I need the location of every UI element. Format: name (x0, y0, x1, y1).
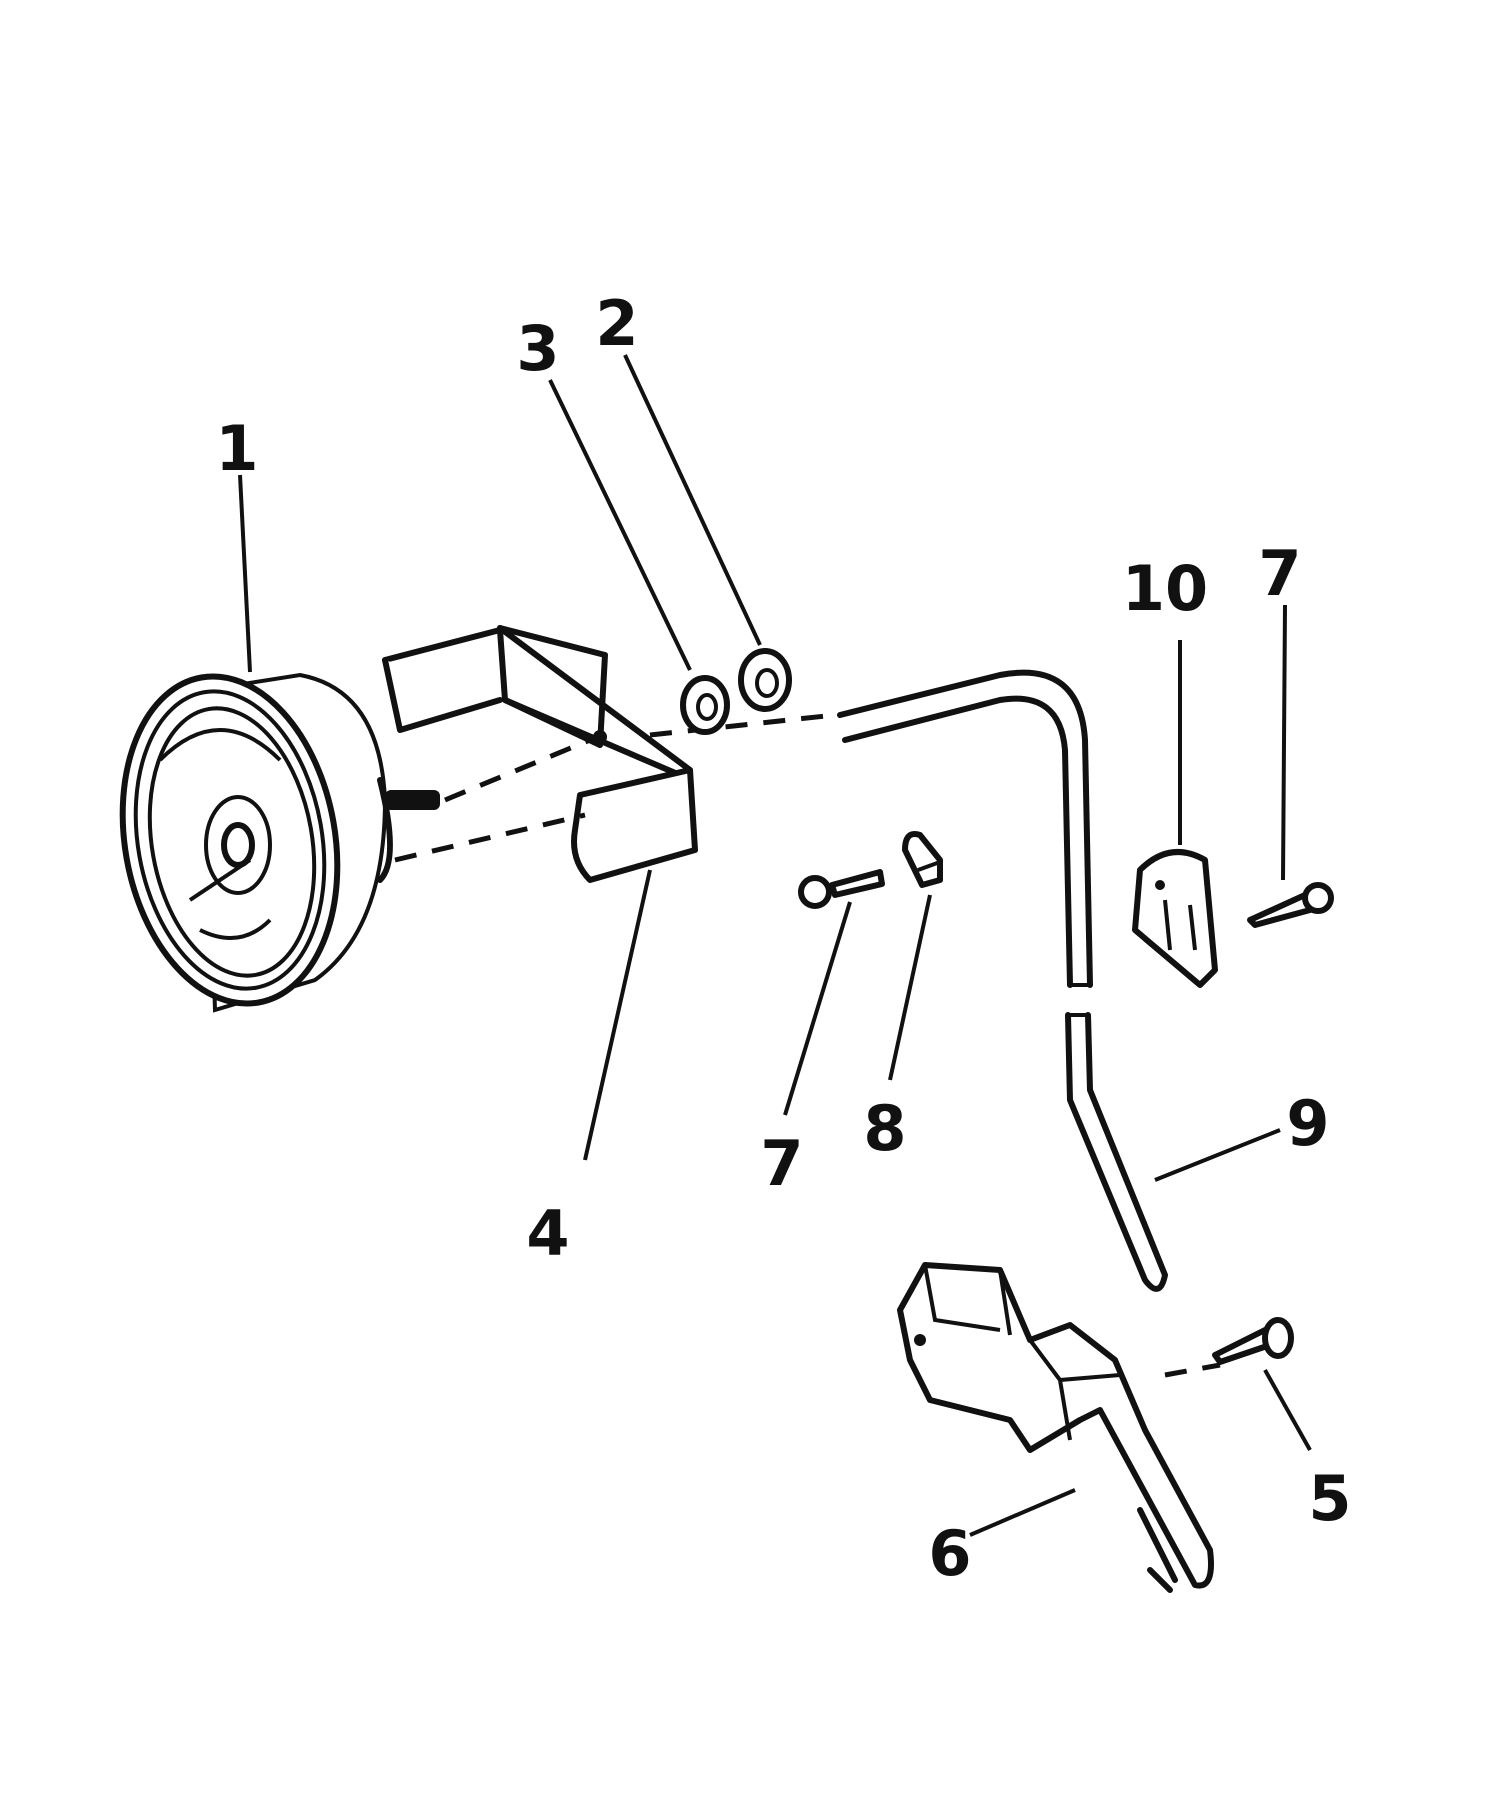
callout-7-right: 7 (1258, 537, 1301, 610)
leader-line (969, 1488, 1076, 1537)
callout-5: 5 (1308, 1462, 1351, 1535)
callout-8: 8 (863, 1092, 906, 1165)
bracket-icon (382, 625, 698, 883)
callout-3: 3 (516, 312, 559, 385)
callout-7-middle: 7 (760, 1127, 803, 1200)
clip-icon (902, 831, 943, 888)
callout-4: 4 (526, 1197, 569, 1270)
leader-line (1281, 604, 1287, 881)
leader-line (583, 869, 652, 1161)
screw-icon (1247, 882, 1334, 928)
pickup-icon (897, 1262, 1214, 1593)
callout-6: 6 (928, 1517, 971, 1590)
leader-line (623, 354, 762, 646)
leader-line (1263, 1369, 1312, 1451)
clamp-icon (1132, 849, 1218, 988)
assembly-line (444, 737, 591, 803)
nut-icon (738, 648, 792, 712)
callout-1: 1 (215, 412, 258, 485)
callout-2: 2 (595, 287, 638, 360)
leader-line (548, 379, 692, 671)
leader-line (238, 474, 252, 673)
gauge-icon (119, 672, 440, 1013)
screw-icon (798, 869, 885, 909)
assembly-line (394, 812, 586, 863)
callout-10: 10 (1122, 552, 1208, 625)
tube-icon (837, 669, 1168, 1292)
screw-icon (1212, 1317, 1294, 1365)
assembly-line (1164, 1362, 1221, 1378)
leader-line (783, 901, 852, 1116)
callout-9: 9 (1286, 1087, 1329, 1160)
washer-icon (680, 675, 730, 735)
leader-line (1154, 1128, 1281, 1182)
assembly-line (649, 712, 836, 738)
leader-line (888, 894, 932, 1081)
